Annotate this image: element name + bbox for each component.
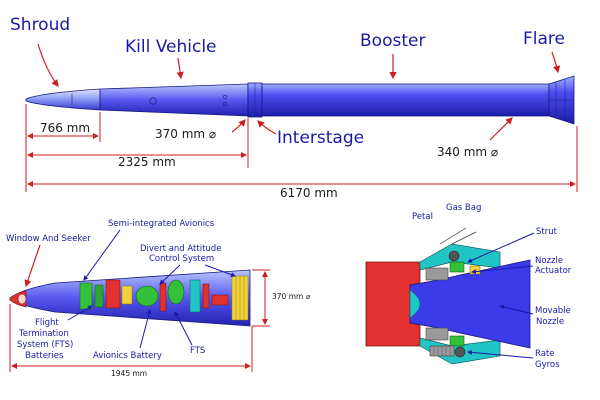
avionics-battery-label: Avionics Battery: [93, 351, 162, 361]
fts-batteries-pointer: [67, 305, 93, 321]
kv-dimensions: [9, 269, 270, 372]
dacs-pointer: [159, 264, 181, 285]
window-seeker-label: Window And Seeker: [6, 234, 91, 244]
interstage-label: Interstage: [277, 128, 364, 148]
diameter-front-text: 370 mm ⌀: [155, 127, 216, 141]
kill-vehicle-cutaway: [9, 269, 251, 327]
kill-vehicle-label: Kill Vehicle: [125, 37, 217, 57]
flare-label: Flare: [523, 29, 565, 49]
strut-label: Strut: [536, 227, 558, 237]
nozzle-cutaway: [365, 227, 531, 365]
avionics-pointer: [83, 229, 121, 281]
dacs-label-2: Control System: [149, 254, 214, 264]
movable-nozzle-label-1: Movable: [535, 306, 571, 316]
dacs-pointer-2: [204, 264, 236, 277]
shroud-shape: [25, 88, 101, 111]
shroud-label: Shroud: [10, 15, 70, 35]
top-dimensions: [25, 104, 578, 192]
interstage-pointer: [257, 120, 277, 135]
nozzle-actuator-pointer: [471, 265, 534, 275]
dacs-label-1: Divert and Attitude: [140, 244, 221, 254]
nozzle-actuator-label-1: Nozzle: [535, 256, 563, 266]
strut-pointer: [467, 232, 535, 263]
rate-gyros-label-1: Rate: [535, 349, 555, 359]
fts-pointer: [174, 311, 193, 346]
kv-length-text: 2325 mm: [118, 155, 176, 169]
booster-section: [261, 83, 550, 117]
avionics-battery-pointer: [139, 309, 152, 349]
shroud-pointer: [37, 43, 59, 87]
rate-gyros-pointer: [467, 349, 534, 359]
fts-batteries-label-2: Termination: [18, 329, 69, 339]
kill-vehicle-section: [99, 83, 249, 117]
kv-length-detail-text: 1945 mm: [111, 369, 147, 378]
avionics-label: Semi-integrated Avionics: [108, 219, 215, 229]
missile-side-view: [25, 75, 575, 125]
diameter-front-pointer: [231, 119, 246, 133]
flare-pointer: [551, 51, 561, 74]
movable-nozzle-pointer: [499, 304, 534, 315]
petal-label: Petal: [412, 212, 433, 222]
shroud-length-text: 766 mm: [40, 121, 90, 135]
booster-label: Booster: [360, 31, 425, 51]
movable-nozzle-label-2: Nozzle: [536, 317, 564, 327]
fts-batteries-label-3: System (FTS): [17, 340, 73, 350]
gas-bag-label: Gas Bag: [446, 203, 481, 213]
fts-batteries-label-1: Flight: [35, 318, 59, 328]
fts-label: FTS: [190, 346, 205, 356]
diameter-booster-pointer: [489, 117, 513, 141]
fts-batteries-label-4: Batteries: [25, 351, 64, 361]
window-seeker-pointer: [24, 244, 41, 288]
nozzle-actuator-label-2: Actuator: [535, 266, 572, 276]
movable-nozzle-shape: [409, 259, 531, 349]
kv-diameter-text: 370 mm ⌀: [272, 292, 311, 301]
diameter-booster-text: 340 mm ⌀: [437, 145, 498, 159]
total-length-text: 6170 mm: [280, 186, 338, 200]
kill-vehicle-pointer: [176, 57, 184, 80]
rate-gyros-label-2: Gyros: [535, 360, 560, 370]
